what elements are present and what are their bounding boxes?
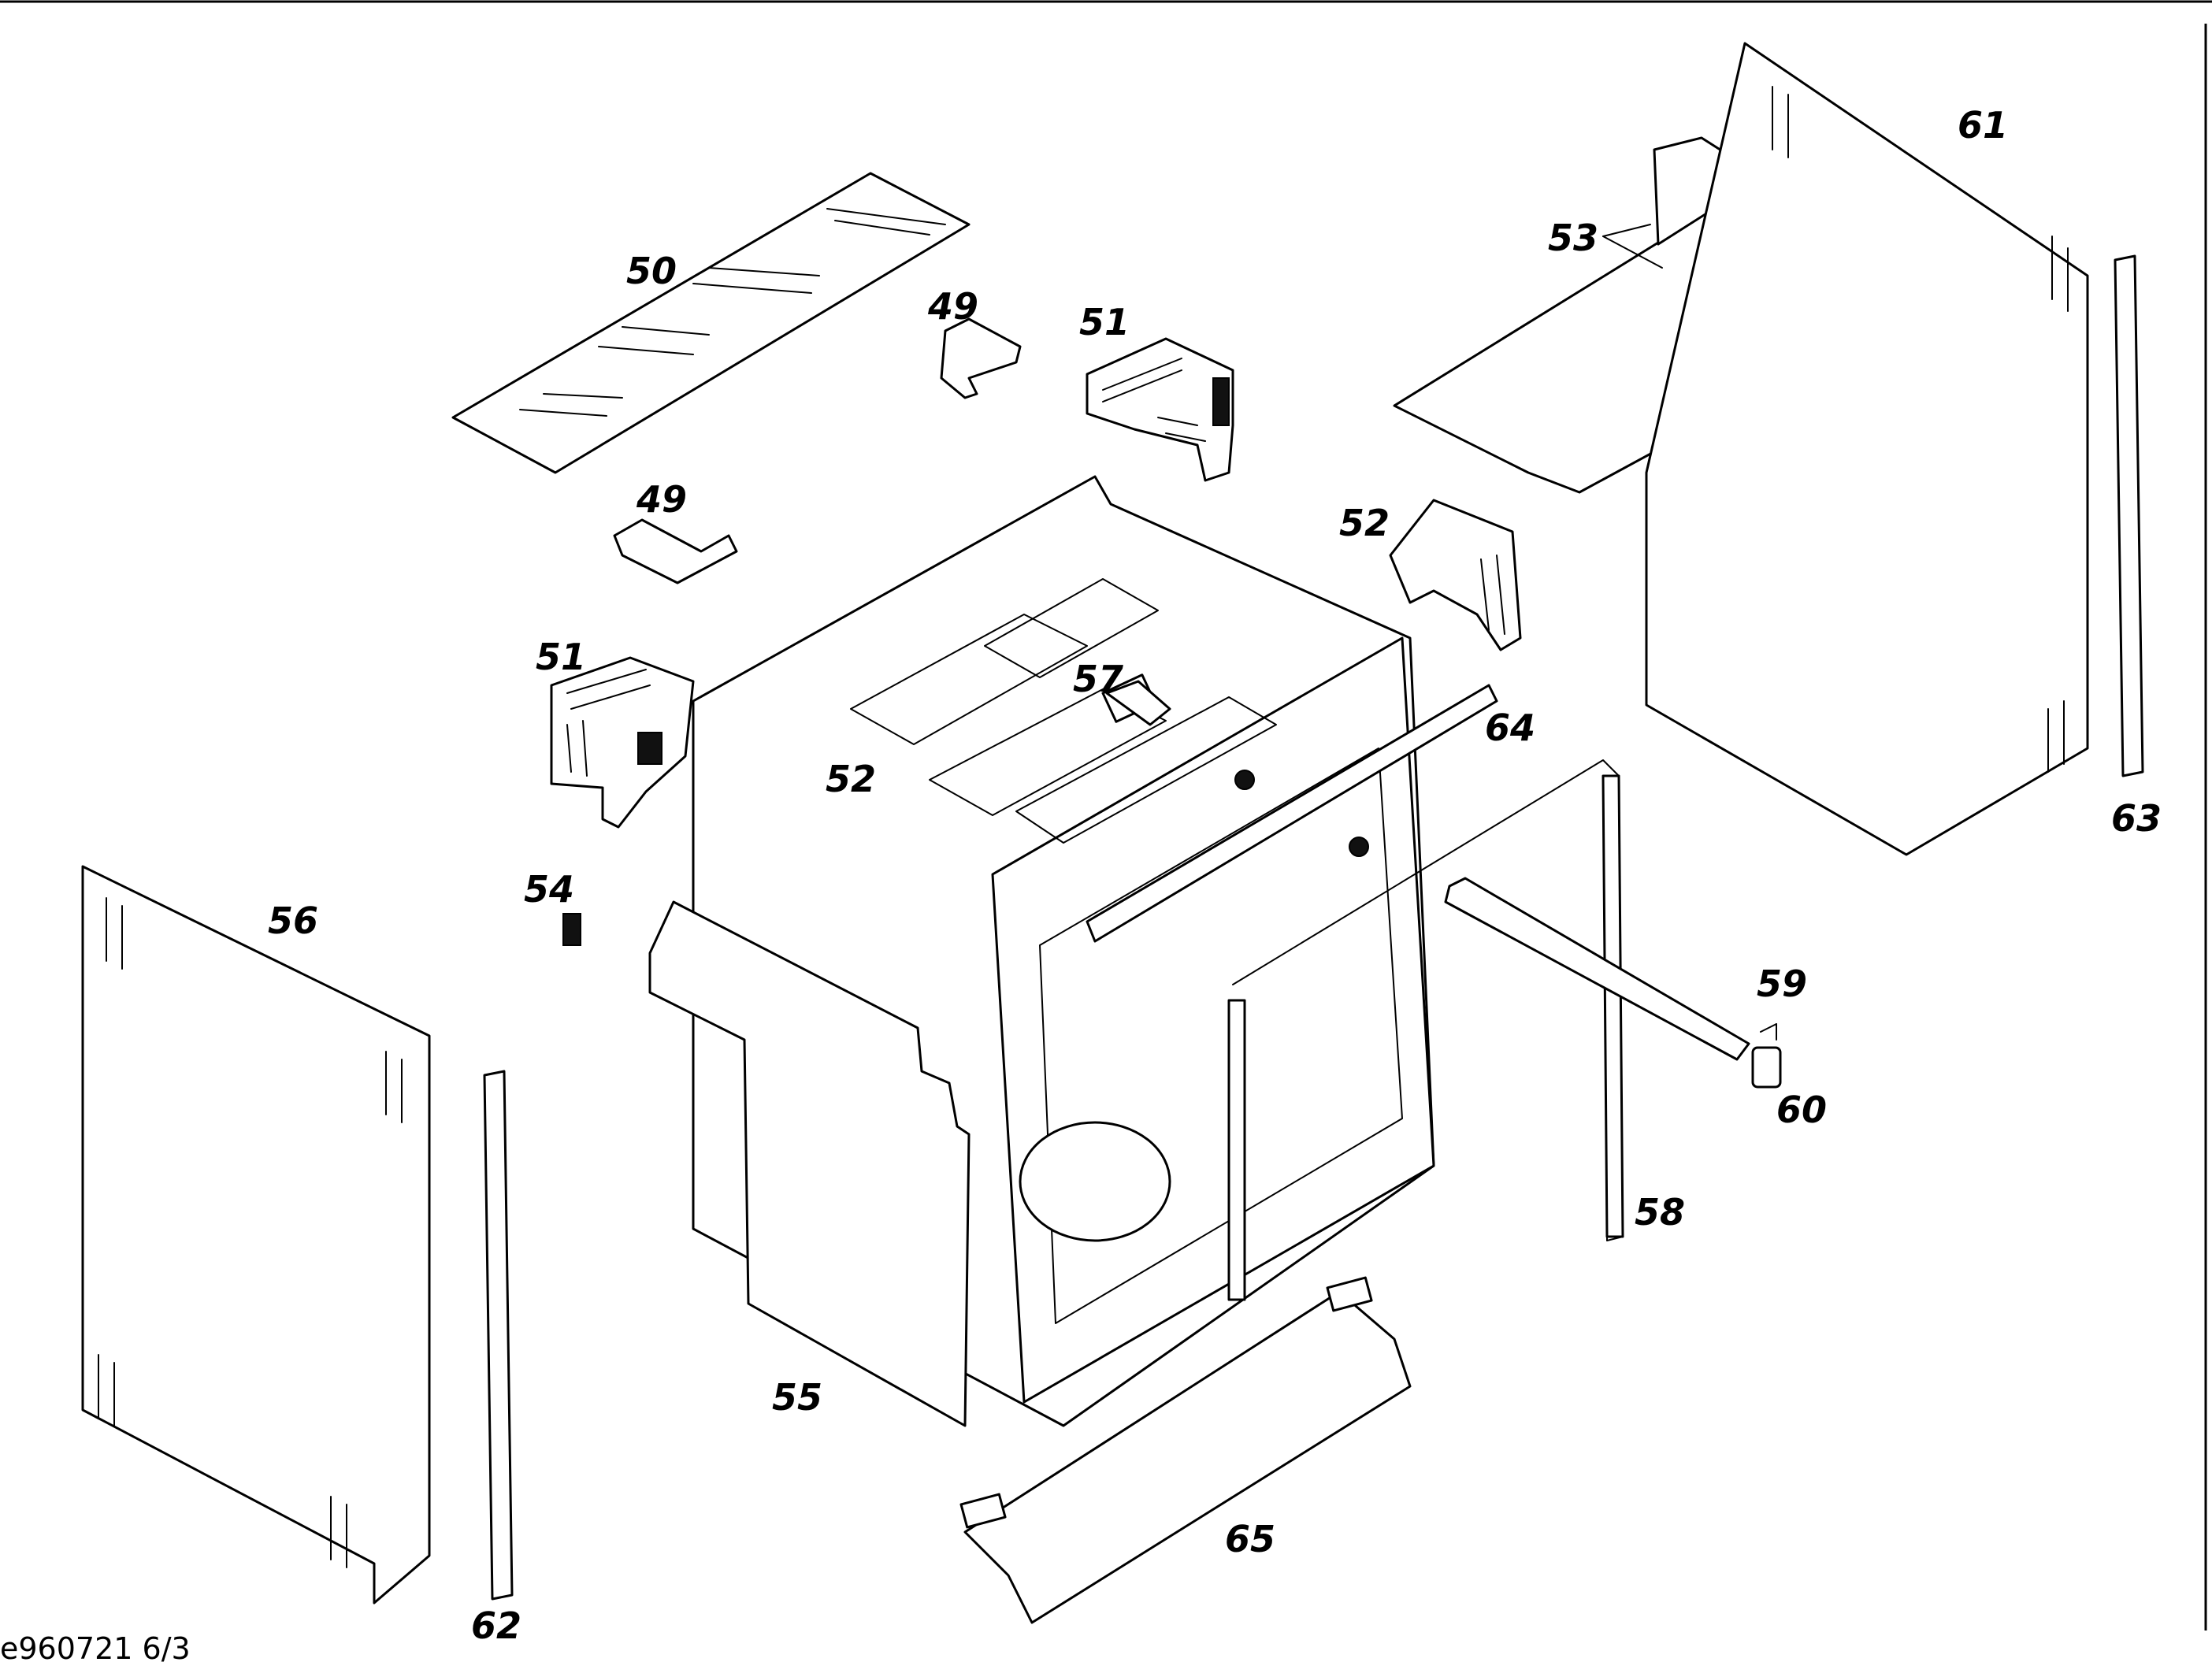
callout-55: 55 — [772, 1376, 822, 1419]
part-62-seal-strip — [483, 1070, 514, 1601]
part-64-tie-rod — [1086, 684, 1498, 943]
callout-61: 61 — [1958, 104, 2008, 147]
callout-65: 65 — [1225, 1518, 1275, 1560]
callout-51-lower: 51 — [536, 636, 586, 678]
callout-60: 60 — [1776, 1089, 1827, 1131]
callout-52-right: 52 — [1339, 502, 1390, 544]
part-65-plinth — [959, 1276, 1412, 1624]
callout-49-upper: 49 — [927, 285, 978, 328]
part-58-door-seal-frame — [1227, 759, 1624, 1301]
part-60-end-cap — [1751, 1046, 1782, 1089]
callout-53: 53 — [1548, 217, 1598, 259]
part-54-clip — [562, 913, 581, 946]
part-59-bar — [1444, 877, 1750, 1061]
part-61-rear-panel — [1645, 42, 2089, 856]
callout-51-upper: 51 — [1079, 301, 1130, 343]
callout-63: 63 — [2111, 797, 2162, 840]
part-49-bracket-upper — [940, 317, 1022, 399]
part-50-label-sheet — [451, 172, 971, 474]
drawing-code: e960721 6/3 — [0, 1631, 191, 1662]
callout-56: 56 — [268, 900, 318, 942]
part-55-front-panel — [648, 900, 971, 1427]
leader-lines — [1602, 224, 1777, 1041]
part-51-hinge-support-upper — [1086, 337, 1234, 482]
callout-52-left: 52 — [826, 758, 876, 800]
part-63-seal-strip — [2114, 254, 2144, 777]
part-51-hinge-support-lower — [550, 656, 695, 829]
callout-50: 50 — [626, 250, 677, 292]
callout-59: 59 — [1757, 963, 1807, 1005]
callout-49-lower: 49 — [636, 478, 687, 521]
callout-62: 62 — [471, 1604, 521, 1647]
callout-54: 54 — [524, 868, 574, 911]
part-49-bracket-lower — [613, 518, 738, 584]
part-57-clip — [1105, 680, 1171, 726]
part-56-side-panel — [81, 865, 431, 1604]
callout-64: 64 — [1485, 707, 1535, 749]
callout-57: 57 — [1073, 658, 1123, 700]
part-52-hinge-cover-right — [1389, 499, 1522, 651]
callout-58: 58 — [1635, 1191, 1685, 1234]
